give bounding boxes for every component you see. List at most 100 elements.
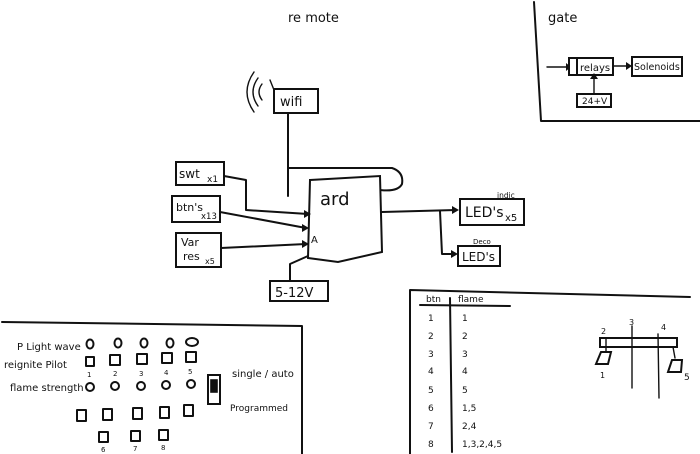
table-border bbox=[409, 289, 691, 454]
flame-strength-knob[interactable] bbox=[85, 382, 95, 392]
power-label: 5-12V bbox=[275, 286, 314, 301]
panel-number: 6 bbox=[101, 446, 106, 454]
burner-label-top: 4 bbox=[661, 323, 666, 332]
program-button[interactable] bbox=[130, 430, 141, 442]
table-cell-btn: 7 bbox=[428, 422, 434, 432]
wifi-signal-outer bbox=[246, 71, 255, 113]
wifi-signal-inner bbox=[258, 83, 263, 101]
flame-strength-knob[interactable] bbox=[110, 381, 120, 391]
table-cell-btn: 3 bbox=[428, 350, 434, 360]
table-cell-flame: 1 bbox=[462, 314, 468, 324]
buttons-label: btn's bbox=[176, 201, 203, 214]
burner-layout-sketch: 2 3 4 1 5 bbox=[594, 318, 690, 399]
table-cell-flame: 1,3,2,4,5 bbox=[462, 440, 502, 450]
reignite-button[interactable] bbox=[161, 352, 173, 364]
var-res-ard-wire bbox=[220, 243, 307, 249]
buttons-ard-wire bbox=[219, 211, 307, 229]
leds-indic-arrow bbox=[452, 206, 459, 214]
var-res-label-b: res bbox=[183, 250, 200, 263]
reignite-button[interactable] bbox=[109, 354, 121, 366]
gate-power-arrow bbox=[590, 73, 598, 79]
flame-strength-knob[interactable] bbox=[161, 380, 171, 390]
table-cell-flame: 4 bbox=[462, 367, 468, 377]
program-button[interactable] bbox=[183, 404, 194, 417]
switch-box bbox=[175, 161, 225, 186]
flame-strength-knob[interactable] bbox=[186, 379, 196, 389]
buttons-arrow bbox=[302, 224, 309, 232]
var-res-qty: x5 bbox=[205, 257, 215, 266]
control-panel: P Light wave reignite Pilot flame streng… bbox=[1, 321, 303, 454]
table-cell-btn: 6 bbox=[428, 404, 434, 414]
mode-single-label: single / auto bbox=[232, 369, 294, 380]
table-cell-btn: 4 bbox=[428, 367, 434, 377]
table-cell-flame: 1,5 bbox=[462, 404, 476, 414]
leds-deco-arrow bbox=[451, 250, 458, 258]
program-button[interactable] bbox=[102, 408, 113, 421]
program-button[interactable] bbox=[132, 407, 143, 420]
light-wave-lamp bbox=[165, 337, 175, 349]
relays-label: relays bbox=[580, 63, 610, 74]
leds-indic-label: LED's bbox=[465, 205, 504, 221]
table-cell-flame: 5 bbox=[462, 386, 468, 396]
table-header-rule bbox=[419, 304, 511, 307]
solenoids-label: Solenoids bbox=[634, 62, 680, 73]
arduino-label: ard bbox=[320, 189, 350, 210]
light-wave-lamp bbox=[113, 337, 123, 349]
controller-diagram: wifi ard A swt x1 btn's x13 Var res x5 5… bbox=[171, 71, 525, 302]
table-cell-flame: 2 bbox=[462, 332, 468, 342]
mode-programmed-label: Programmed bbox=[230, 404, 288, 414]
reignite-button[interactable] bbox=[136, 353, 148, 365]
panel-number: 7 bbox=[133, 445, 137, 453]
mode-toggle-lever bbox=[210, 379, 218, 393]
leds-deco-caption: Deco bbox=[473, 238, 491, 246]
panel-number: 5 bbox=[188, 368, 192, 376]
table-cell-btn: 1 bbox=[428, 314, 434, 324]
table-header-flame: flame bbox=[458, 295, 484, 305]
panel-number: 2 bbox=[113, 370, 117, 378]
reignite-button[interactable] bbox=[185, 351, 197, 363]
table-cell-btn: 5 bbox=[428, 386, 434, 396]
gate-power-box bbox=[576, 93, 612, 108]
program-button[interactable] bbox=[158, 429, 169, 441]
relay-solenoid-arrow bbox=[626, 62, 632, 70]
panel-number: 1 bbox=[87, 371, 91, 379]
program-button[interactable] bbox=[98, 431, 109, 443]
arduino-box bbox=[306, 174, 384, 264]
power-ard-wire bbox=[289, 255, 309, 282]
burner-label-top: 3 bbox=[629, 318, 634, 327]
button-flame-table: btn flame 1 1 2 2 3 3 4 4 5 5 6 1,5 7 2,… bbox=[409, 289, 691, 454]
table-cell-flame: 2,4 bbox=[462, 422, 477, 432]
light-wave-lamp bbox=[185, 337, 199, 347]
burner-post bbox=[672, 346, 676, 359]
panel-border bbox=[1, 321, 303, 454]
gate-power-label: 24+V bbox=[582, 97, 608, 107]
burner-bar bbox=[599, 337, 678, 348]
wifi-label: wifi bbox=[280, 95, 302, 110]
reignite-button[interactable] bbox=[85, 356, 95, 367]
panel-row-label-flame-strength: flame strength bbox=[10, 383, 84, 394]
program-button[interactable] bbox=[76, 409, 87, 422]
table-cell-flame: 3 bbox=[462, 350, 468, 360]
flame-strength-knob[interactable] bbox=[136, 381, 146, 391]
ard-feedback-wire bbox=[287, 167, 404, 192]
power-box bbox=[269, 280, 329, 302]
table-header-btn: btn bbox=[426, 295, 441, 305]
switch-arrow bbox=[304, 210, 311, 218]
leds-indic-caption: indic bbox=[497, 191, 515, 200]
buttons-box bbox=[171, 195, 221, 223]
var-res-box bbox=[175, 232, 222, 268]
page-title: re mote bbox=[288, 11, 339, 26]
gate-section: gate relays Solenoids 24+V bbox=[533, 1, 700, 122]
solenoids-box bbox=[631, 56, 683, 77]
program-button[interactable] bbox=[159, 406, 170, 419]
table-cell-btn: 2 bbox=[428, 332, 434, 342]
burner-nozzle bbox=[594, 351, 613, 365]
light-wave-lamp bbox=[139, 337, 149, 349]
buttons-qty: x13 bbox=[201, 212, 217, 222]
wifi-box bbox=[273, 88, 319, 114]
burner-label-bottom: 5 bbox=[684, 373, 690, 383]
leds-deco-wire bbox=[439, 210, 456, 255]
light-wave-lamp bbox=[85, 338, 95, 350]
switch-label: swt bbox=[179, 167, 200, 181]
